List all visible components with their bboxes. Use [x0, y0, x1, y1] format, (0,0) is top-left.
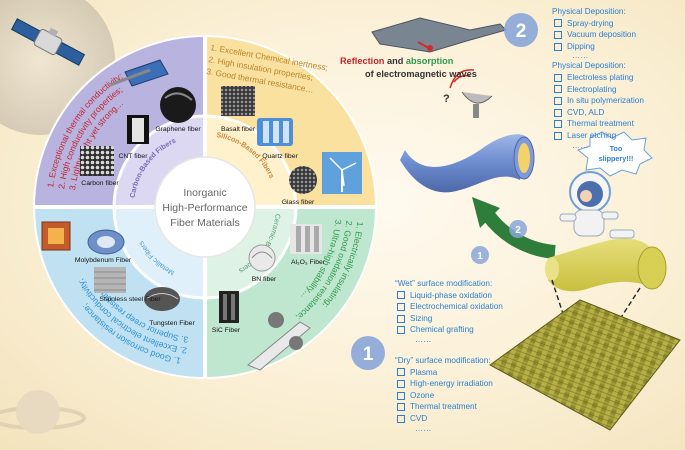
step-badge-1-small: 1 — [471, 246, 489, 264]
center-title-2: High-Performance — [162, 202, 247, 214]
svg-text:2: 2 — [515, 225, 521, 236]
furnace-image — [41, 221, 71, 251]
radar-dish-icon — [449, 69, 493, 118]
process-arrow — [472, 197, 556, 259]
label-stainless-steel-fiber: Stainless steel Fiber — [99, 296, 161, 303]
list-item: Dipping — [552, 41, 644, 53]
list-item: Laser etching — [552, 130, 644, 142]
speech-bubble: Too slippery!!! — [576, 131, 653, 177]
step2-deposition-list: Physical Deposition: Spray-drying Vacuum… — [552, 6, 644, 150]
bn-fiber-image — [248, 244, 276, 272]
list-ellipsis: …… — [415, 334, 432, 344]
glass-fiber-image — [289, 166, 317, 194]
fighter-jet-image — [371, 17, 507, 53]
center-title-3: Fiber Materials — [170, 217, 239, 229]
svg-text:2: 2 — [516, 21, 527, 42]
reflection-word: Reflection — [340, 56, 385, 66]
list-ellipsis: …… — [415, 423, 432, 433]
sic-fiber-image — [219, 291, 239, 323]
step-badge-2-large: 2 — [504, 13, 538, 47]
reflection-caption-line1: Reflection and absorption — [340, 56, 453, 66]
list-item: Plasma — [395, 367, 493, 379]
stainless-steel-fiber-image — [94, 267, 126, 293]
molybdenum-fiber-image — [87, 229, 125, 255]
and-word: and — [386, 56, 404, 66]
step-badge-1-large: 1 — [351, 336, 385, 370]
quartz-fiber-image — [257, 118, 293, 146]
deposition-header-2: Physical Deposition: — [552, 61, 626, 71]
label-cnt-fiber: CNT fiber — [119, 153, 149, 160]
list-item: Spray-drying — [552, 18, 644, 30]
astronaut-illustration — [559, 171, 635, 239]
basalt-fiber-image — [221, 86, 255, 116]
center-title-1: Inorganic — [183, 187, 226, 199]
cnt-fiber-image — [127, 115, 149, 144]
al2o3-fiber-image — [290, 224, 322, 254]
carbon-fiber-image — [80, 146, 114, 176]
fiber-wheel: Inorganic High-Performance Fiber Materia… — [33, 35, 377, 379]
label-carbon-fiber: Carbon fiber — [81, 180, 119, 187]
list-item: Electroless plating — [552, 72, 644, 84]
fiber-labels: Graphene fiber CNT fiber Carbon fiber Ba… — [75, 126, 326, 334]
center-disc — [154, 156, 256, 258]
question-mark: ? — [443, 93, 450, 105]
speech-line-1: Too — [610, 144, 623, 153]
tool-illustration — [109, 59, 169, 87]
list-item: Liquid-phase oxidation — [395, 290, 503, 302]
label-basalt-fiber: Basalt fiber — [221, 126, 256, 133]
list-ellipsis: …… — [572, 51, 589, 61]
list-item: Thermal treatment — [552, 118, 644, 130]
wet-header: “Wet” surface modification: — [395, 279, 493, 288]
svg-text:1: 1 — [477, 251, 483, 262]
list-item: CVD — [395, 413, 493, 425]
list-item: In situ polymerization — [552, 95, 644, 107]
step-badge-2-small: 2 — [509, 220, 527, 238]
planet-decoration — [0, 390, 86, 434]
label-quartz-fiber: Quartz fiber — [262, 153, 298, 160]
woven-fabric-image — [489, 299, 681, 431]
reflection-caption-line2: of electromagnetic waves — [365, 69, 477, 79]
dry-modification-list: “Dry” surface modification: Plasma High-… — [395, 355, 493, 433]
blue-fiber-tube — [400, 134, 535, 193]
svg-text:1: 1 — [363, 344, 374, 365]
list-item: CVD, ALD — [552, 107, 644, 119]
label-molybdenum-fiber: Molybdenum Fiber — [75, 257, 132, 264]
aircraft-engine-image — [247, 312, 311, 371]
list-item: Chemical grafting — [395, 324, 503, 336]
list-item: Thermal treatment — [395, 401, 493, 413]
list-item: Sizing — [395, 313, 503, 325]
label-glass-fiber: Glass fiber — [282, 199, 315, 206]
wet-modification-list: “Wet” surface modification: Liquid-phase… — [395, 278, 503, 344]
label-tungsten-fiber: Tungsten Fiber — [149, 320, 195, 327]
list-item: High-energy irradiation — [395, 378, 493, 390]
deposition-header-1: Physical Deposition: — [552, 7, 626, 16]
list-item: Vacuum deposition — [552, 29, 644, 41]
yellow-fiber-tube — [545, 238, 667, 292]
satellite-icon — [10, 18, 86, 66]
list-ellipsis: …… — [572, 140, 589, 150]
list-item: Electrochemical oxidation — [395, 301, 503, 313]
label-graphene-fiber: Graphene fiber — [155, 126, 201, 133]
absorption-word: absorption — [405, 56, 454, 66]
list-item: Electroplating — [552, 84, 644, 96]
label-bn-fiber: BN fiber — [252, 276, 277, 283]
graphene-fiber-image — [160, 87, 196, 123]
list-item: Ozone — [395, 390, 493, 402]
speech-line-2: slippery!!! — [599, 154, 634, 163]
wind-turbine-image — [322, 152, 362, 194]
label-sic-fiber: SiC Fiber — [212, 327, 241, 334]
label-al2o3-fiber: Al₂O₃ Fiber — [291, 259, 326, 266]
tungsten-fiber-image — [144, 287, 180, 311]
dry-header: “Dry” surface modification: — [395, 356, 491, 365]
